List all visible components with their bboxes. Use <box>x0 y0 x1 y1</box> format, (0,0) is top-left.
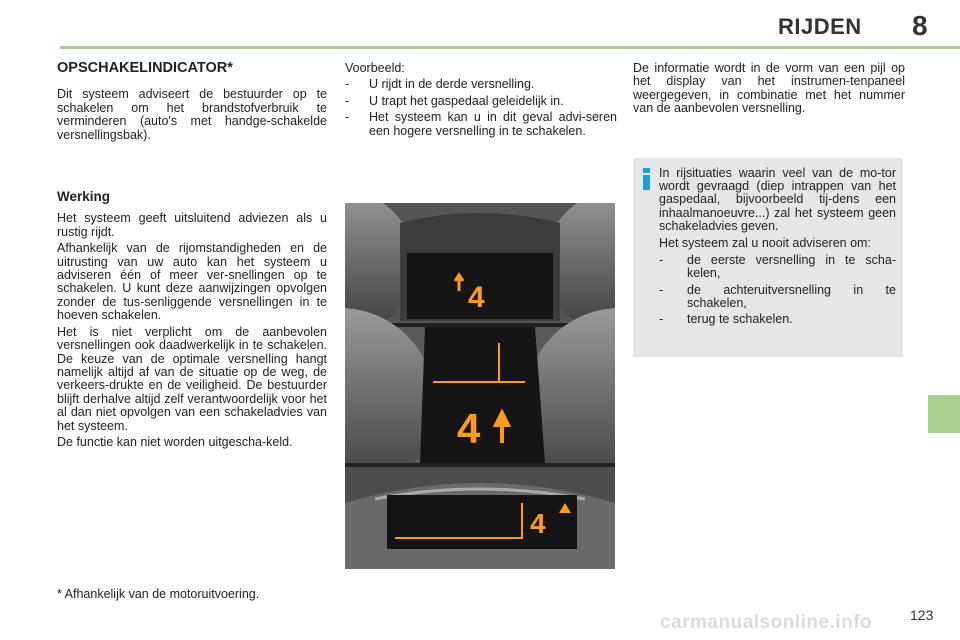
info-list-item: - de achteruitversnelling in te schakele… <box>659 282 896 310</box>
intro-paragraph: Dit systeem adviseert de bestuurder op t… <box>57 87 327 142</box>
list-item-text: U rijdt in de derde versnelling. <box>369 77 535 92</box>
subsection-title: Werking <box>57 189 111 205</box>
list-item-text: Het systeem kan u in dit geval advi-sere… <box>369 110 617 138</box>
list-item: - Het systeem kan u in dit geval advi-se… <box>345 110 617 138</box>
middle-column: Voorbeeld: - U rijdt in de derde versnel… <box>345 61 617 138</box>
header-divider <box>60 46 960 49</box>
list-item: - U rijdt in de derde versnelling. <box>345 77 617 92</box>
display-panel-bottom: 4 <box>345 467 615 569</box>
list-dash: - <box>345 77 350 92</box>
list-dash: - <box>659 282 664 297</box>
watermark: carmanualsonline.info <box>660 612 873 633</box>
gear-number-middle: 4 <box>457 405 481 452</box>
right-column: De informatie wordt in de vorm van een p… <box>633 61 905 119</box>
gear-number-top: 4 <box>468 281 485 314</box>
body-paragraph: De functie kan niet worden uitgescha-kel… <box>57 434 293 449</box>
info-content: In rijsituaties waarin veel van de mo-to… <box>659 166 896 327</box>
display-panel-top: 4 <box>345 203 615 338</box>
section-title: OPSCHAKELINDICATOR* <box>57 60 233 76</box>
info-list-item-text: de achteruitversnelling in te schakelen, <box>687 282 896 310</box>
info-list-item-text: de eerste versnelling in te scha-kelen, <box>687 253 896 281</box>
page-header-title: RIJDEN <box>778 14 862 39</box>
instrument-panel-illustration: 4 4 4 <box>345 203 615 569</box>
example-label: Voorbeeld: <box>345 61 405 75</box>
footnote: * Afhankelijk van de motoruitvoering. <box>57 587 260 601</box>
list-dash: - <box>345 110 350 125</box>
page-number: 123 <box>910 607 934 623</box>
instrument-panel-photo: 4 4 4 <box>345 203 615 569</box>
display-panel-middle: 4 <box>345 308 615 498</box>
chapter-number: 8 <box>912 10 928 41</box>
list-dash: - <box>345 93 350 108</box>
body-paragraph: Afhankelijk van de rijomstandigheden en … <box>57 241 327 323</box>
list-item: - U trapt het gaspedaal geleidelijk in. <box>345 93 617 108</box>
list-dash: - <box>659 312 664 327</box>
left-column: OPSCHAKELINDICATOR* Dit systeem adviseer… <box>57 60 327 452</box>
body-paragraph: Het is niet verplicht om de aanbevolen v… <box>57 324 327 433</box>
info-icon <box>641 168 653 190</box>
list-item-text: U trapt het gaspedaal geleidelijk in. <box>369 93 564 108</box>
gear-number-bottom: 4 <box>530 508 546 539</box>
chapter-side-tab <box>928 395 960 433</box>
info-list-item: - terug te schakelen. <box>659 312 896 327</box>
info-paragraph: Het systeem zal u nooit adviseren om: <box>659 236 871 251</box>
body-paragraph: Het systeem geeft uitsluitend adviezen a… <box>57 211 327 239</box>
right-paragraph: De informatie wordt in de vorm van een p… <box>633 61 905 116</box>
info-box: In rijsituaties waarin veel van de mo-to… <box>633 158 903 357</box>
info-list-item-text: terug te schakelen. <box>687 312 793 327</box>
info-list-item: - de eerste versnelling in te scha-kelen… <box>659 253 896 281</box>
list-dash: - <box>659 253 664 268</box>
info-paragraph: In rijsituaties waarin veel van de mo-to… <box>659 166 896 233</box>
